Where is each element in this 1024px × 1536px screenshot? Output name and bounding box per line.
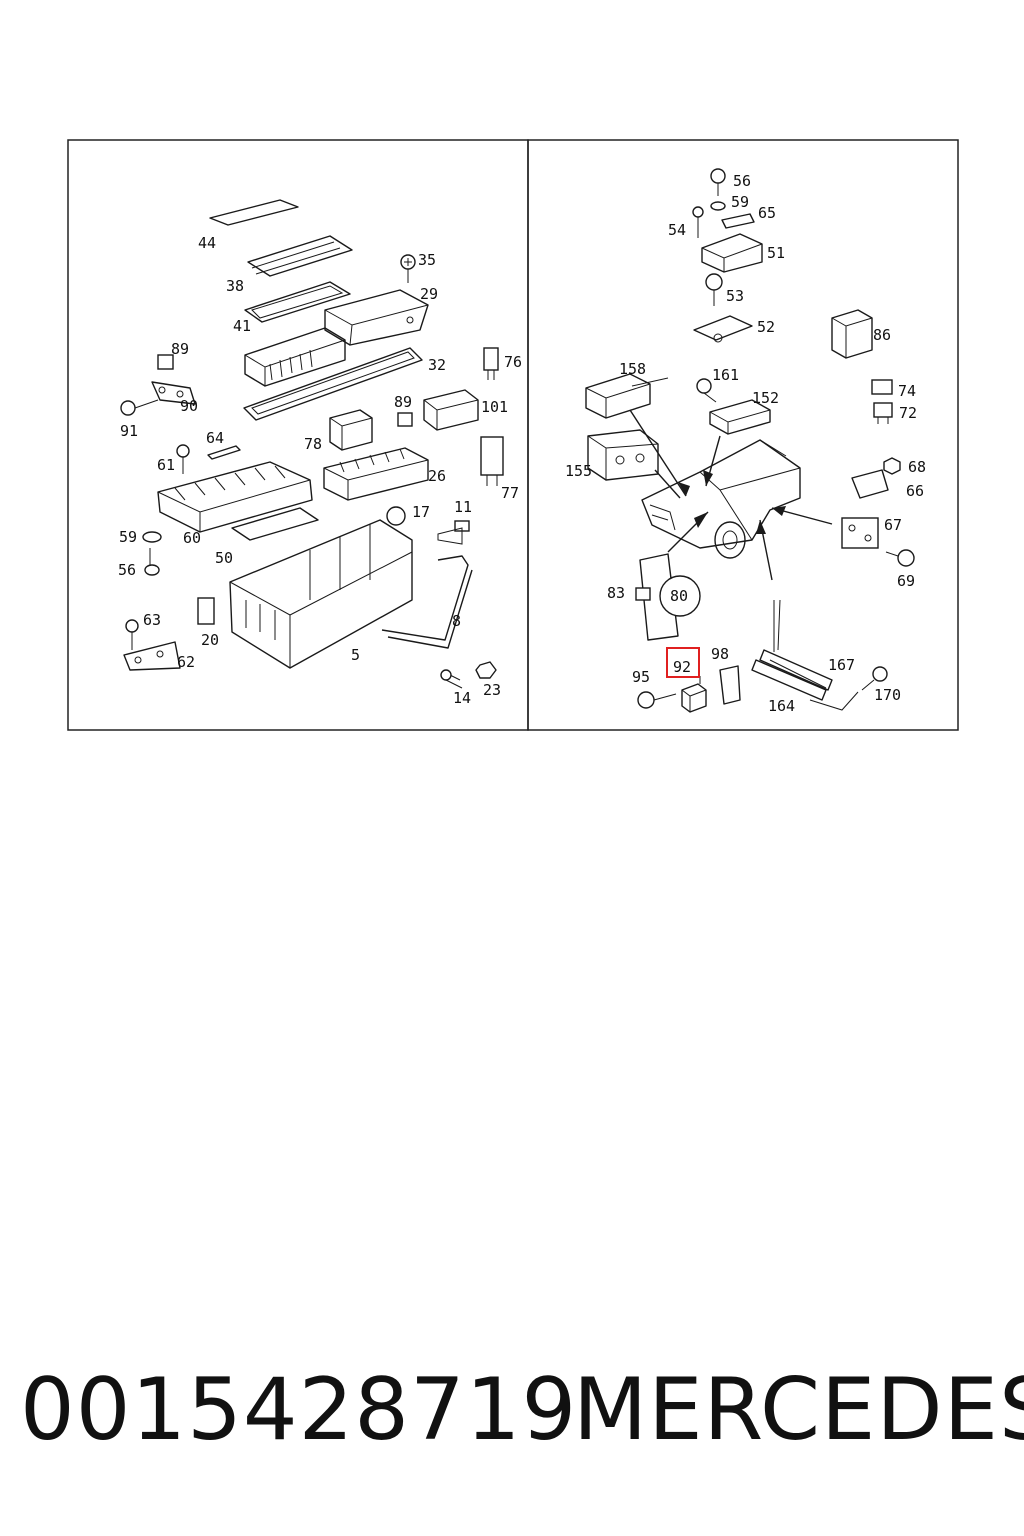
callout-50: 50	[215, 549, 233, 567]
callout-r53: 53	[726, 287, 744, 305]
callout-r74: 74	[898, 382, 916, 400]
callout-r170: 170	[874, 686, 901, 704]
callout-60: 60	[183, 529, 201, 547]
callout-44: 44	[198, 234, 216, 252]
callout-29: 29	[420, 285, 438, 303]
callout-62: 62	[177, 653, 195, 671]
callout-r52: 52	[757, 318, 775, 336]
part-number: 0015428719	[20, 1360, 578, 1460]
callout-r167: 167	[828, 656, 855, 674]
callout-41: 41	[233, 317, 251, 335]
callout-r67: 67	[884, 516, 902, 534]
callout-64: 64	[206, 429, 224, 447]
highlight-box-92	[666, 647, 700, 678]
callout-r155: 155	[565, 462, 592, 480]
callout-r83: 83	[607, 584, 625, 602]
callout-63: 63	[143, 611, 161, 629]
callout-89-b: 89	[394, 393, 412, 411]
brand-name: MERCEDES	[573, 1360, 1024, 1460]
callout-32: 32	[428, 356, 446, 374]
callout-26: 26	[428, 467, 446, 485]
callout-r56: 56	[733, 172, 751, 190]
callout-91: 91	[120, 422, 138, 440]
callout-r86: 86	[873, 326, 891, 344]
callout-8: 8	[452, 612, 461, 630]
callout-r65: 65	[758, 204, 776, 222]
callout-77: 77	[501, 484, 519, 502]
callout-r72: 72	[899, 404, 917, 422]
callout-r95: 95	[632, 668, 650, 686]
callout-r161: 161	[712, 366, 739, 384]
callout-r98: 98	[711, 645, 729, 663]
callout-17: 17	[412, 503, 430, 521]
callout-r54: 54	[668, 221, 686, 239]
callout-r66: 66	[906, 482, 924, 500]
callout-14: 14	[453, 689, 471, 707]
callout-61: 61	[157, 456, 175, 474]
callout-76: 76	[504, 353, 522, 371]
callout-r80: 80	[670, 587, 688, 605]
right-panel-labels: 56 59 65 54 51 53 52 86 158 161 152 74 7…	[565, 172, 926, 715]
right-panel-parts	[585, 168, 915, 713]
callout-r164: 164	[768, 697, 795, 715]
callout-20: 20	[201, 631, 219, 649]
callout-r92: 92	[673, 658, 691, 676]
callout-r158: 158	[619, 360, 646, 378]
callout-59: 59	[119, 528, 137, 546]
callout-89-a: 89	[171, 340, 189, 358]
parts-diagram: 44 35 38 29 41 32 89 76 90 101 91 64 78 …	[67, 139, 959, 731]
callout-35: 35	[418, 251, 436, 269]
callout-101: 101	[481, 398, 508, 416]
callout-5: 5	[351, 646, 360, 664]
callout-r152: 152	[752, 389, 779, 407]
callout-90: 90	[180, 397, 198, 415]
caption: 0015428719 MERCEDES	[0, 1360, 1024, 1470]
callout-38: 38	[226, 277, 244, 295]
callout-23: 23	[483, 681, 501, 699]
right-panel-frame	[527, 139, 959, 731]
callout-56: 56	[118, 561, 136, 579]
callout-11: 11	[454, 498, 472, 516]
callout-78: 78	[304, 435, 322, 453]
callout-r51: 51	[767, 244, 785, 262]
callout-r68: 68	[908, 458, 926, 476]
callout-r59: 59	[731, 193, 749, 211]
left-panel-labels: 44 35 38 29 41 32 89 76 90 101 91 64 78 …	[118, 234, 522, 707]
callout-r69: 69	[897, 572, 915, 590]
left-panel-parts	[120, 199, 504, 689]
